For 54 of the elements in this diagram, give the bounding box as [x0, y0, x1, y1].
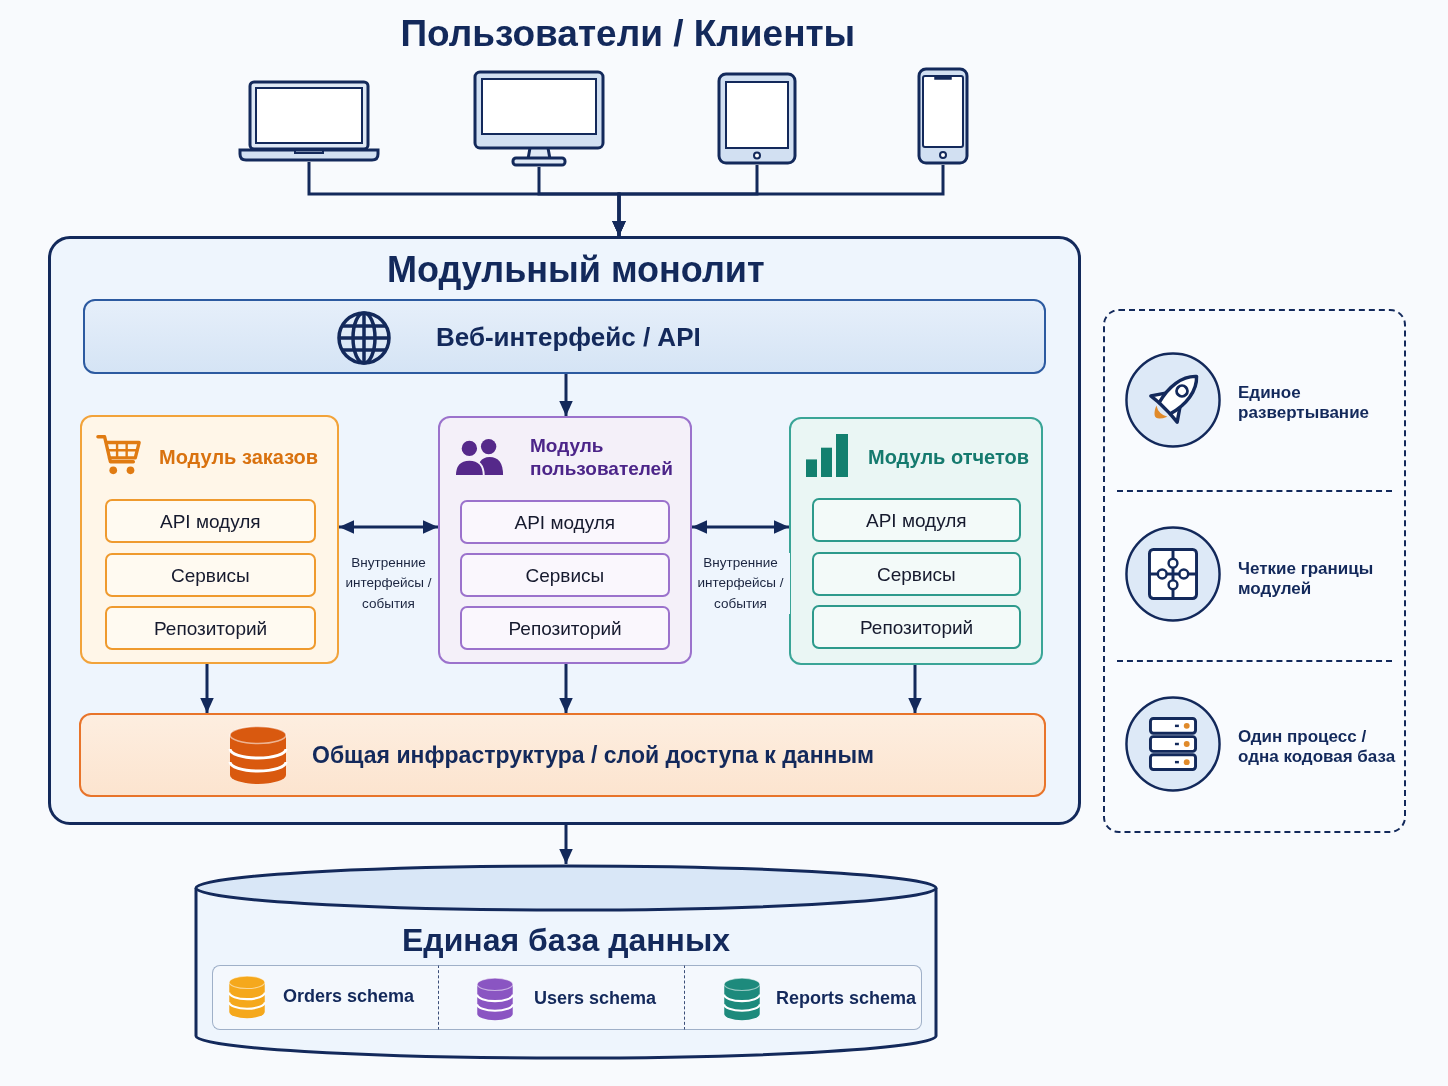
feature-label: Четкие границы модулей [1238, 558, 1375, 600]
laptop-icon [238, 80, 380, 162]
phone-icon [917, 67, 969, 165]
infrastructure-bar [79, 713, 1046, 797]
arrow [339, 520, 438, 534]
layer-box [812, 498, 1021, 542]
layer-box [460, 606, 670, 650]
layer-label: Репозиторий [860, 615, 974, 639]
module-title: Модуль отчетов [868, 445, 1029, 470]
title: Пользователи / Клиенты [400, 13, 856, 55]
layer-box [105, 499, 316, 543]
arrow [200, 664, 214, 713]
layer-box [812, 605, 1021, 649]
arrow [612, 165, 945, 236]
module-title: Модуль заказов [159, 445, 319, 470]
layer-label: API модуля [160, 509, 261, 533]
layer-title: Веб-интерфейс / API [436, 322, 701, 354]
layer-label: Репозиторий [154, 616, 268, 640]
web-api-bar [83, 299, 1046, 374]
layer-label: Сервисы [525, 563, 605, 587]
layer-box [105, 553, 316, 597]
layer-label: API модуля [514, 510, 616, 534]
layer-box [460, 553, 670, 597]
section-title: Модульный монолит [387, 248, 765, 292]
layer-label: API модуля [866, 508, 967, 532]
database-title: Единая база данных [402, 920, 731, 960]
schema-label: Users schema [534, 988, 657, 1010]
layer-label: Репозиторий [508, 616, 622, 640]
feature-panel [1103, 309, 1406, 833]
arrow [559, 374, 573, 416]
module-panel [438, 416, 692, 664]
layer-box [460, 500, 670, 544]
module-title: Модуль пользователей [530, 434, 674, 481]
schema-label: Orders schema [283, 986, 415, 1008]
layer-title: Общая инфраструктура / слой доступа к данным [312, 741, 875, 770]
schema-cell [212, 965, 438, 1030]
schema-cell [684, 965, 922, 1030]
feature-label: Единое развертывание [1238, 382, 1371, 424]
arrow [908, 665, 922, 713]
schema-label: Reports schema [776, 988, 917, 1010]
module-panel [789, 417, 1043, 665]
arrow [559, 825, 573, 864]
module-panel [80, 415, 339, 664]
layer-box [105, 606, 316, 650]
feature-label: Один процесс / одна кодовая база [1238, 726, 1397, 768]
layer-label: Сервисы [171, 563, 250, 587]
schema-cell [438, 965, 684, 1030]
arrow [692, 520, 789, 534]
monitor-icon [473, 70, 605, 167]
tablet-icon [717, 72, 797, 165]
arrow [559, 664, 573, 713]
monolith-container [48, 236, 1081, 825]
layer-label: Сервисы [877, 562, 956, 586]
layer-box [812, 552, 1021, 596]
